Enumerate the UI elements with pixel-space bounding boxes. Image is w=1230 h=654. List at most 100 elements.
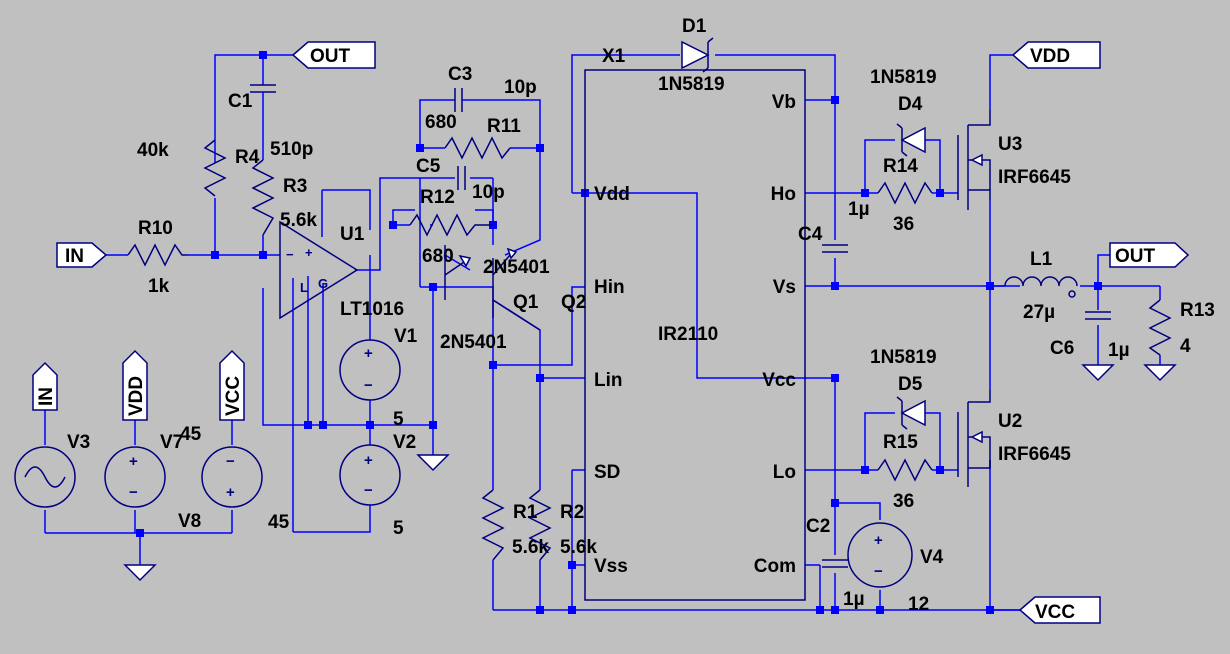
v1-ref: V1 [394,326,418,347]
opamp-plus: + [305,245,313,260]
v4-value: 12 [908,594,929,615]
net-flag-in-source[interactable]: IN [32,361,58,411]
pin-vb: Vb [772,92,796,113]
r10-ref: R10 [138,218,173,239]
opamp-body [279,220,359,320]
diode-d5[interactable]: 1N5819 D5 [870,347,937,430]
svg-text:VDD: VDD [1030,46,1070,67]
c5-ref: C5 [416,156,441,177]
svg-text:−: − [364,377,373,394]
v1-value: 5 [393,409,404,430]
resistor-r15[interactable]: R15 36 [877,432,933,512]
voltage-source-v8[interactable]: − + V8 45 [178,446,290,533]
voltage-source-v3[interactable]: V3 [14,432,90,508]
svg-text:OUT: OUT [310,46,351,67]
svg-text:−: − [226,453,235,470]
svg-text:+: + [874,532,883,549]
ir2110-driver[interactable]: X1 IR2110 Vdd Hin Lin SD Vss Vb Ho Vs Vc… [584,46,806,601]
resistor-r1[interactable]: R1 5.6k [481,489,549,561]
q1-ref: Q1 [513,292,539,313]
voltage-source-v4[interactable]: + − V4 12 [847,522,944,615]
capacitor-c5[interactable]: C5 10p [416,156,505,203]
resistor-r14[interactable]: R14 36 [877,156,933,235]
net-flag-in-left[interactable]: IN [56,242,108,268]
c2-ref: C2 [806,516,830,537]
transistor-q2[interactable]: 2N5401 Q2 [444,245,586,313]
d4-ref: D4 [898,94,923,115]
d5-value: 1N5819 [870,347,937,368]
c5-value: 10p [472,182,505,203]
resistor-r10[interactable]: R10 1k [127,218,188,297]
svg-text:−: − [129,484,138,501]
net-flag-vdd-top[interactable]: VDD [1011,41,1101,69]
c3-value: 10p [504,77,537,98]
q2-ref: Q2 [561,292,586,313]
v2-ref: V2 [393,432,416,453]
c6-ref: C6 [1050,338,1074,359]
c6-value: 1µ [1108,340,1130,361]
voltage-source-v7[interactable]: + − V7 45 [104,424,202,508]
net-flag-vdd-source[interactable]: VDD [122,349,148,421]
capacitor-c6[interactable]: C6 1µ [1050,311,1130,361]
r13-ref: R13 [1180,300,1215,321]
transistor-q1[interactable]: Q1 2N5401 [440,247,541,353]
voltage-source-v1[interactable]: + − V1 5 [339,326,418,430]
diode-d4[interactable]: 1N5819 D4 [870,67,937,157]
net-flag-vcc-source[interactable]: VCC [219,349,245,421]
r15-value: 36 [893,491,914,512]
pin-com: Com [754,556,796,577]
resistor-r2[interactable]: R2 5.6k [528,489,597,561]
q2-value: 2N5401 [483,257,550,278]
resistor-r13[interactable]: R13 4 [1148,299,1215,357]
r14-value: 36 [893,214,914,235]
mosfet-u3[interactable]: U3 IRF6645 [957,110,1071,210]
svg-text:IN: IN [36,387,57,406]
r3-value: 5.6k [280,210,317,231]
c1-value: 510p [270,139,313,160]
opamp-part: LT1016 [340,299,404,320]
resistor-r3[interactable]: R3 5.6k [251,159,317,236]
net-flag-vcc-bottom[interactable]: VCC [1018,596,1101,624]
resistor-r4[interactable]: 40k R4 [137,139,260,197]
resistor-r12[interactable]: R12 680 [409,187,493,267]
v7-value: 45 [180,424,202,445]
net-flag-out-right[interactable]: OUT [1109,242,1190,268]
resistor-r11[interactable]: 680 R11 [425,112,521,160]
svg-text:+: + [364,452,373,469]
r10-value: 1k [148,276,170,297]
capacitor-c2[interactable]: C2 1µ [806,516,865,610]
pin-vss: Vss [594,556,628,577]
opamp-gnd: G [318,276,328,291]
r2-value: 5.6k [560,537,597,558]
ir2110-body [584,69,806,601]
capacitor-c4[interactable]: C4 1µ [798,199,870,253]
c4-ref: C4 [798,224,823,245]
v3-ref: V3 [67,432,90,453]
net-flag-out-top[interactable]: OUT [291,41,376,69]
r14-ref: R14 [883,156,918,177]
inductor-l1[interactable]: L1 27µ [1004,249,1078,323]
opamp-ref: U1 [340,224,365,245]
u3-ref: U3 [998,134,1022,155]
wires [44,54,1161,611]
d4-value: 1N5819 [870,67,937,88]
voltage-source-v2[interactable]: + − V2 5 [339,432,416,539]
diode-d1[interactable]: D1 1N5819 [658,16,725,95]
r11-ref: R11 [487,116,521,137]
mosfet-u2[interactable]: U2 IRF6645 [957,390,1071,487]
svg-text:IN: IN [65,246,84,267]
v4-ref: V4 [920,547,944,568]
c1-ref: C1 [228,91,253,112]
opamp-u1[interactable]: − + L G U1 LT1016 [279,220,404,320]
svg-text:+: + [129,453,138,470]
capacitor-c1[interactable]: C1 510p [228,84,313,160]
d1-ref: D1 [682,16,707,37]
c4-value: 1µ [848,199,870,220]
l1-ref: L1 [1030,249,1053,270]
svg-text:−: − [874,563,883,580]
svg-text:VCC: VCC [1035,602,1075,623]
pin-vcc: Vcc [762,370,796,391]
capacitor-c3[interactable]: C3 10p [448,64,537,112]
v8-ref: V8 [178,511,201,532]
